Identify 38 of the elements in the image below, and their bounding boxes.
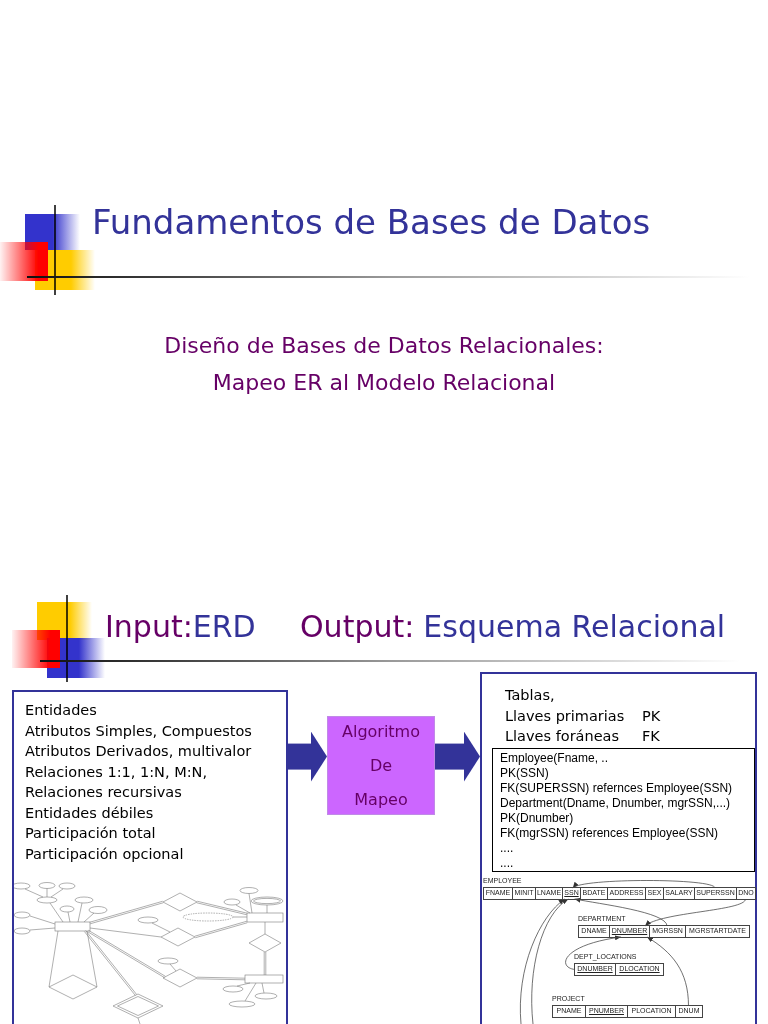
feature-item: Entidades débiles	[25, 803, 154, 823]
slide-heading: ERD	[192, 609, 256, 645]
relation-table	[483, 876, 756, 900]
key-abbreviation: PK	[642, 706, 661, 726]
feature-item: Relaciones 1:1, 1:N, M:N,	[25, 762, 207, 782]
schema-line: PK(SSN)	[500, 766, 549, 781]
feature-item: Atributos Derivados, multivalor	[25, 742, 252, 761]
input-panel	[12, 690, 288, 1024]
process-box	[327, 716, 435, 815]
block-arrow	[435, 731, 480, 782]
key-type-text: Llaves primarias	[505, 706, 625, 726]
schema-text-box	[492, 748, 755, 872]
schema-line: Employee(Fname, ..	[500, 751, 609, 766]
feature-item: Relaciones recursivas	[25, 783, 182, 802]
schema-line: ....	[500, 841, 514, 856]
slide-heading: Esquema Relacional	[423, 609, 726, 645]
process-label: Algoritmo De Mapeo	[342, 720, 420, 811]
output-heading: Tablas,	[505, 686, 555, 705]
schema-line: Department(Dname, Dnumber, mgrSSN,...)	[500, 796, 731, 811]
slide-heading: Input:	[105, 609, 193, 645]
schema-line: FK(mgrSSN) references Employee(SSN)	[500, 826, 719, 841]
feature-item: Participación total	[25, 824, 156, 843]
relation-table	[552, 994, 703, 1018]
output-panel	[480, 672, 757, 1024]
schema-line: FK(SUPERSSN) refernces Employee(SSN)	[500, 781, 733, 796]
slide-title: Fundamentos de Bases de Datos	[92, 202, 651, 242]
schema-line: PK(Dnumber)	[500, 811, 574, 826]
key-type-text: Llaves foráneas	[505, 727, 620, 746]
schema-line: ....	[500, 856, 514, 871]
feature-item: Participación opcional	[25, 844, 184, 864]
key-abbreviation: FK	[642, 727, 660, 746]
feature-item: Entidades	[25, 701, 97, 720]
feature-item: Atributos Simples, Compuestos	[25, 721, 252, 741]
slide-subtitle: Diseño de Bases de Datos Relacionales: Mapeo ER al Modelo Relacional	[163, 332, 605, 397]
relation-table	[578, 914, 750, 938]
slide-heading: Output:	[300, 609, 415, 645]
block-arrow	[288, 731, 327, 782]
relation-table	[574, 952, 664, 976]
